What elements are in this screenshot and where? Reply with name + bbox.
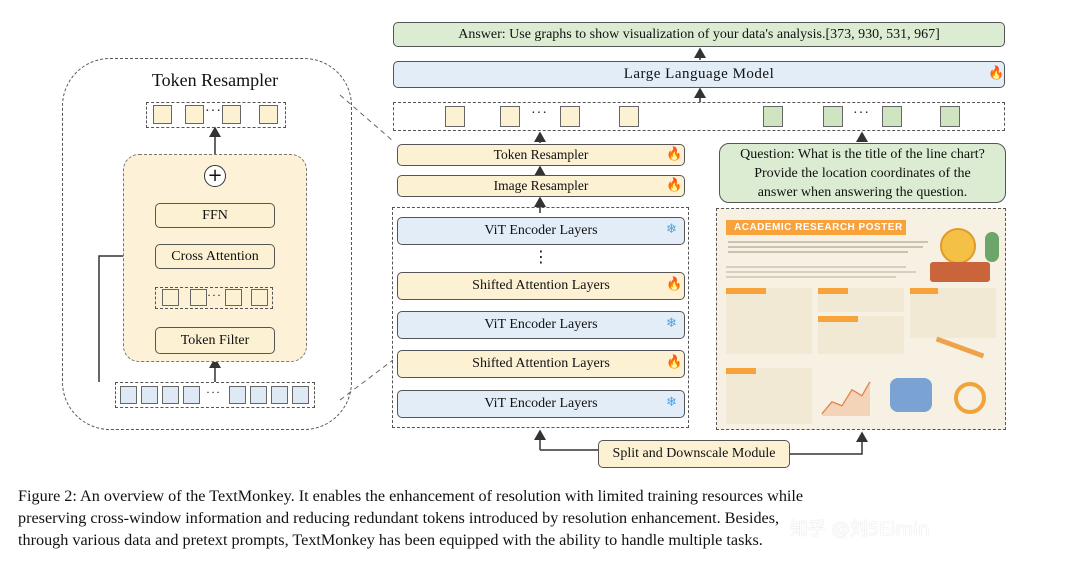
input-token [141, 386, 158, 404]
input-token [183, 386, 200, 404]
split-downscale-label: Split and Downscale Module [612, 446, 776, 461]
input-token [271, 386, 288, 404]
token-resampler-label: Token Resampler [493, 147, 589, 162]
shifted-attention-box-1: Shifted Attention Layers [397, 272, 685, 300]
poster-text-line [726, 276, 896, 278]
output-token-row [146, 102, 286, 128]
split-downscale-module-box: Split and Downscale Module [598, 440, 790, 468]
poster-section [910, 288, 996, 338]
poster-section [818, 316, 904, 354]
token-resampler-panel-title: Token Resampler [151, 70, 279, 90]
text-token [763, 106, 783, 127]
poster-plant-illustration [985, 232, 999, 262]
llm-label: Large Language Model [623, 66, 775, 82]
poster-books-illustration [930, 262, 990, 282]
poster-section [726, 368, 812, 424]
input-token [120, 386, 137, 404]
output-token [222, 105, 241, 124]
answer-box: Answer: Use graphs to show visualization… [393, 22, 1005, 47]
question-text: Question: What is the title of the line … [740, 146, 985, 200]
poster-text-line [726, 271, 916, 273]
input-token [250, 386, 267, 404]
input-token-ellipsis: ··· [206, 385, 221, 399]
filtered-token-row [155, 287, 273, 309]
figure-caption: Figure 2: An overview of the TextMonkey.… [18, 485, 1068, 551]
vit-encoder-label: ViT Encoder Layers [484, 223, 598, 238]
snowflake-icon: ❄ [666, 316, 677, 331]
caption-line-3: through various data and pretext prompts… [18, 531, 763, 549]
fire-icon: 🔥 [988, 66, 1005, 81]
poster-text-line [726, 266, 906, 268]
token-resampler-box: Token Resampler [397, 144, 685, 166]
vit-encoder-label: ViT Encoder Layers [484, 396, 598, 411]
filtered-token [225, 289, 242, 306]
input-token [229, 386, 246, 404]
poster-people-illustration [890, 378, 932, 412]
cross-attention-box: Cross Attention [155, 244, 275, 269]
shifted-attention-label: Shifted Attention Layers [472, 356, 610, 371]
poster-text-line [728, 251, 908, 253]
text-token [940, 106, 960, 127]
vit-encoder-box-2: ViT Encoder Layers [397, 311, 685, 339]
fire-icon: 🔥 [666, 277, 683, 292]
poster-title: ACADEMIC RESEARCH POSTER [734, 222, 903, 233]
output-token [153, 105, 172, 124]
shifted-attention-box-2: Shifted Attention Layers [397, 350, 685, 378]
fire-icon: 🔥 [666, 355, 683, 370]
output-token [259, 105, 278, 124]
large-language-model-box: Large Language Model [393, 61, 1005, 88]
vision-encoder-stack [392, 207, 689, 428]
input-token-row [115, 382, 315, 408]
poster-section-tag [818, 316, 858, 322]
llm-input-token-row [393, 102, 1005, 131]
input-token [292, 386, 309, 404]
question-box: Question: What is the title of the line … [719, 143, 1006, 203]
filtered-token-ellipsis: ··· [207, 288, 222, 302]
visual-token [619, 106, 639, 127]
text-token [882, 106, 902, 127]
residual-add-icon: + [204, 165, 226, 187]
caption-line-1: Figure 2: An overview of the TextMonkey.… [18, 487, 804, 505]
poster-section-tag [726, 368, 756, 374]
snowflake-icon: ❄ [666, 222, 677, 237]
token-filter-box: Token Filter [155, 327, 275, 354]
poster-section-tag [910, 288, 938, 294]
poster-text-line [728, 241, 928, 243]
visual-token [500, 106, 520, 127]
poster-section-tag [818, 288, 848, 294]
fire-icon: 🔥 [666, 147, 683, 162]
image-resampler-box: Image Resampler [397, 175, 685, 197]
poster-title-banner: ACADEMIC RESEARCH POSTER [726, 220, 906, 235]
vertical-ellipsis: ⋮ [533, 247, 549, 266]
filtered-token [162, 289, 179, 306]
ffn-box: FFN [155, 203, 275, 228]
image-resampler-label: Image Resampler [493, 178, 589, 193]
filtered-token [190, 289, 207, 306]
fire-icon: 🔥 [666, 178, 683, 193]
visual-token-ellipsis: ··· [531, 106, 548, 121]
poster-text-line [728, 246, 923, 248]
vit-encoder-label: ViT Encoder Layers [484, 317, 598, 332]
token-resampler-detail-panel [62, 58, 352, 430]
caption-line-2: preserving cross-window information and … [18, 509, 780, 527]
poster-section [726, 288, 812, 354]
vit-encoder-box-3: ViT Encoder Layers [397, 390, 685, 418]
output-token-ellipsis: ··· [205, 104, 222, 119]
filtered-token [251, 289, 268, 306]
visual-token [560, 106, 580, 127]
text-token [823, 106, 843, 127]
poster-section-tag [726, 288, 766, 294]
text-token-ellipsis: ··· [853, 106, 870, 121]
input-token [162, 386, 179, 404]
visual-token [445, 106, 465, 127]
output-token [185, 105, 204, 124]
vit-encoder-box-1: ViT Encoder Layers [397, 217, 685, 245]
snowflake-icon: ❄ [666, 395, 677, 410]
watermark: 知乎 @刘5Eimin [790, 519, 930, 540]
shifted-attention-label: Shifted Attention Layers [472, 278, 610, 293]
